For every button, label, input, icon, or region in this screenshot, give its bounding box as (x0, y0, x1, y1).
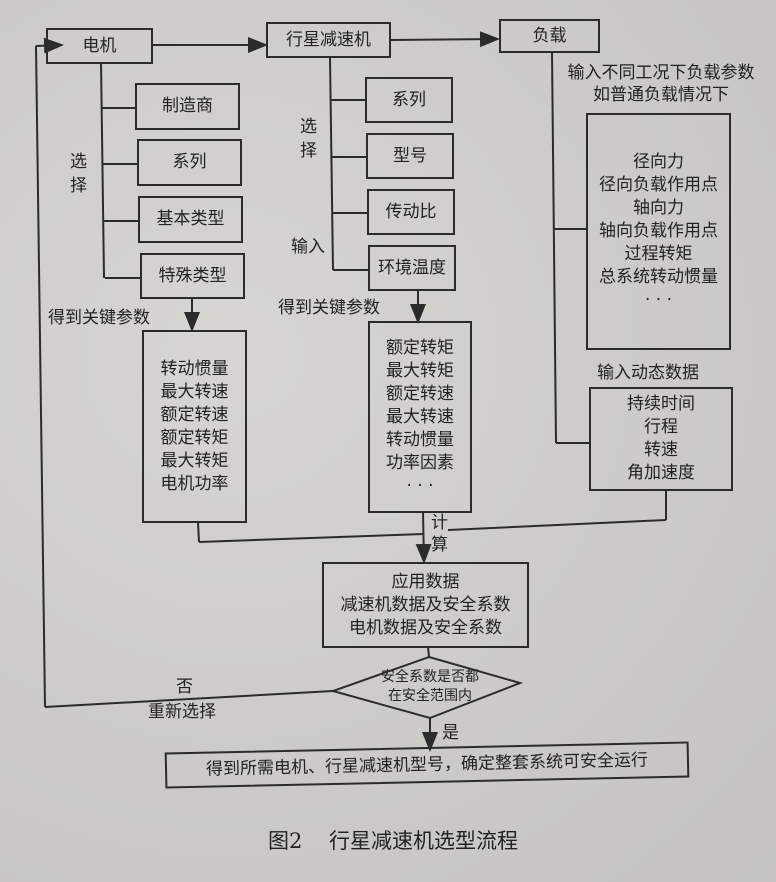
reselect-label: 重新选择 (148, 702, 216, 722)
figure-caption: 图2 行星减速机选型流程 (268, 829, 519, 853)
reducer-option-series: 系列 (365, 77, 453, 123)
motor-option-basic-type: 基本类型 (138, 196, 243, 243)
reducer-node: 行星减速机 (266, 22, 391, 58)
no-label: 否 (176, 677, 193, 697)
motor-option-special-type: 特殊类型 (140, 253, 245, 299)
motor-node: 电机 (46, 28, 153, 64)
reducer-input-label: 输入 (291, 237, 325, 257)
reducer-label: 行星减速机 (286, 29, 371, 50)
apply-data-box: 应用数据 减速机数据及安全系数 电机数据及安全系数 (322, 562, 529, 648)
dynamic-input-label: 输入动态数据 (597, 363, 699, 383)
load-label: 负载 (532, 25, 567, 46)
reducer-key-params-label: 得到关键参数 (278, 298, 380, 318)
reducer-select-label: 选 择 (300, 117, 317, 161)
calc-label: 计 算 (431, 513, 448, 555)
motor-select-label: 选 择 (70, 152, 87, 196)
load-node: 负载 (499, 19, 600, 53)
motor-label: 电机 (82, 35, 117, 56)
load-input-label: 输入不同工况下负载参数 如普通负载情况下 (567, 63, 755, 105)
reducer-option-ratio: 传动比 (367, 189, 455, 235)
motor-key-params-label: 得到关键参数 (48, 308, 150, 328)
load-params-box: 径向力 径向负载作用点 轴向力 轴向负载作用点 过程转矩 总系统转动惯量 · ·… (586, 113, 731, 350)
yes-label: 是 (442, 723, 459, 743)
motor-option-series: 系列 (137, 139, 242, 186)
decision-text: 安全系数是否都 在安全范围内 (381, 669, 479, 704)
reducer-params-box: 额定转矩 最大转矩 额定转速 最大转速 转动惯量 功率因素 · · · (368, 321, 472, 513)
motor-params-box: 转动惯量 最大转速 额定转速 额定转矩 最大转矩 电机功率 (142, 330, 247, 523)
motor-option-manufacturer: 制造商 (135, 83, 240, 130)
reducer-option-model: 型号 (366, 133, 454, 179)
reducer-option-temperature: 环境温度 (368, 245, 456, 291)
dynamic-params-box: 持续时间 行程 转速 角加速度 (589, 387, 733, 491)
